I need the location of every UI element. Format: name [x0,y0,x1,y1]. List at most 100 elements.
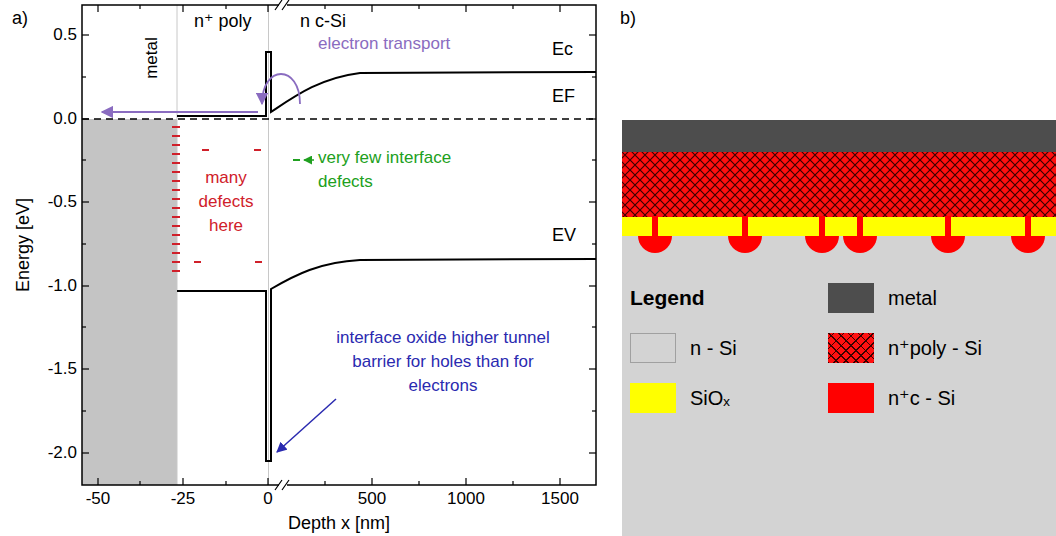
tick [592,326,596,327]
tick [559,5,560,12]
axis-title: Depth x [nm] [288,513,390,535]
legend-item: n - Si [630,333,737,363]
legend-swatch [828,383,874,413]
tick [418,5,419,9]
tick-label: -25 [171,489,196,509]
panel-letter: b) [620,8,636,30]
tick-label: -2.0 [48,443,77,463]
tick [589,34,596,35]
pinhole [652,216,658,237]
leader-line [277,399,336,452]
tick [371,5,372,12]
tick [82,34,89,35]
tick [225,481,226,485]
tick-label: 0 [263,489,272,509]
tick-label: 1000 [447,489,485,509]
annotation: interface oxide higher tunnel barrier fo… [318,326,568,398]
tick [82,76,86,77]
tick [465,5,466,12]
tick [82,368,89,369]
tick [324,5,325,9]
legend-text: n⁺poly - Si [888,336,982,360]
transport-arrow [102,111,258,113]
interface-line [268,5,269,485]
interface-defect [293,159,300,161]
tick-label: -50 [86,489,111,509]
tick [512,5,513,9]
tick [589,368,596,369]
defect-mark [172,261,180,263]
axis-break [275,0,289,490]
axis-title: Energy [eV] [13,198,35,292]
tick-label: 0.5 [53,25,77,45]
region-label: n⁺ poly [194,11,252,33]
defect-mark [172,234,180,236]
tick [267,478,268,485]
n-plus-region [728,236,762,253]
defect-marks [172,127,262,271]
legend-swatch [630,383,676,413]
tick [82,452,89,453]
tick [82,285,89,286]
tick [324,481,325,485]
band-label: EF [552,86,575,108]
tick [82,410,86,411]
tick [589,285,596,286]
legend-item: n⁺c - Si [828,383,955,413]
axis-ticks [82,5,596,485]
tick [97,5,98,12]
legend-item: n⁺poly - Si [828,333,982,363]
n-plus-region [931,236,965,253]
pinholes [638,216,1045,253]
tick [592,159,596,160]
tick-label: 500 [358,489,386,509]
legend-text: n - Si [690,337,737,360]
n-plus-region [805,236,839,253]
fermi-level [82,118,596,120]
defect-mark [172,252,180,254]
defect-mark [172,189,180,191]
defect-mark [172,207,180,209]
tick [592,243,596,244]
tick [139,481,140,485]
pinhole [857,216,863,237]
tick-label: -1.0 [48,276,77,296]
annotation: very few interface defects [318,146,468,194]
pinhole [742,216,748,237]
pinhole [945,216,951,237]
tick [267,5,268,12]
defect-mark [172,243,180,245]
defect-mark [172,198,180,200]
legend-text: metal [888,287,937,310]
tick [97,478,98,485]
tick [589,452,596,453]
tick [592,76,596,77]
defect-mark [172,135,180,137]
annotation: many defects here [194,166,258,238]
legend-item: SiOₓ [630,383,730,413]
legend-title: Legend [630,285,705,310]
n-plus-region [1011,236,1045,253]
legend-text: SiOₓ [690,387,730,410]
tick [182,478,183,485]
tick [82,118,89,119]
defect-mark [172,126,180,128]
poly-layer [622,152,1056,217]
tick [82,243,86,244]
tick [589,201,596,202]
n-plus-region [638,236,672,253]
pinhole [1025,216,1031,237]
defect-mark [172,153,180,155]
legend-swatch [828,333,874,363]
cross-section [622,120,1056,536]
oxide-layer [622,217,1056,236]
defect-mark [172,225,180,227]
band-label: EV [552,225,576,247]
plot-frame [82,5,596,485]
annotation: electron transport [318,34,450,54]
metal-region [82,119,177,485]
panel-letter: a) [12,8,28,30]
valence-band [177,259,596,461]
tick-label: 0.0 [53,109,77,129]
